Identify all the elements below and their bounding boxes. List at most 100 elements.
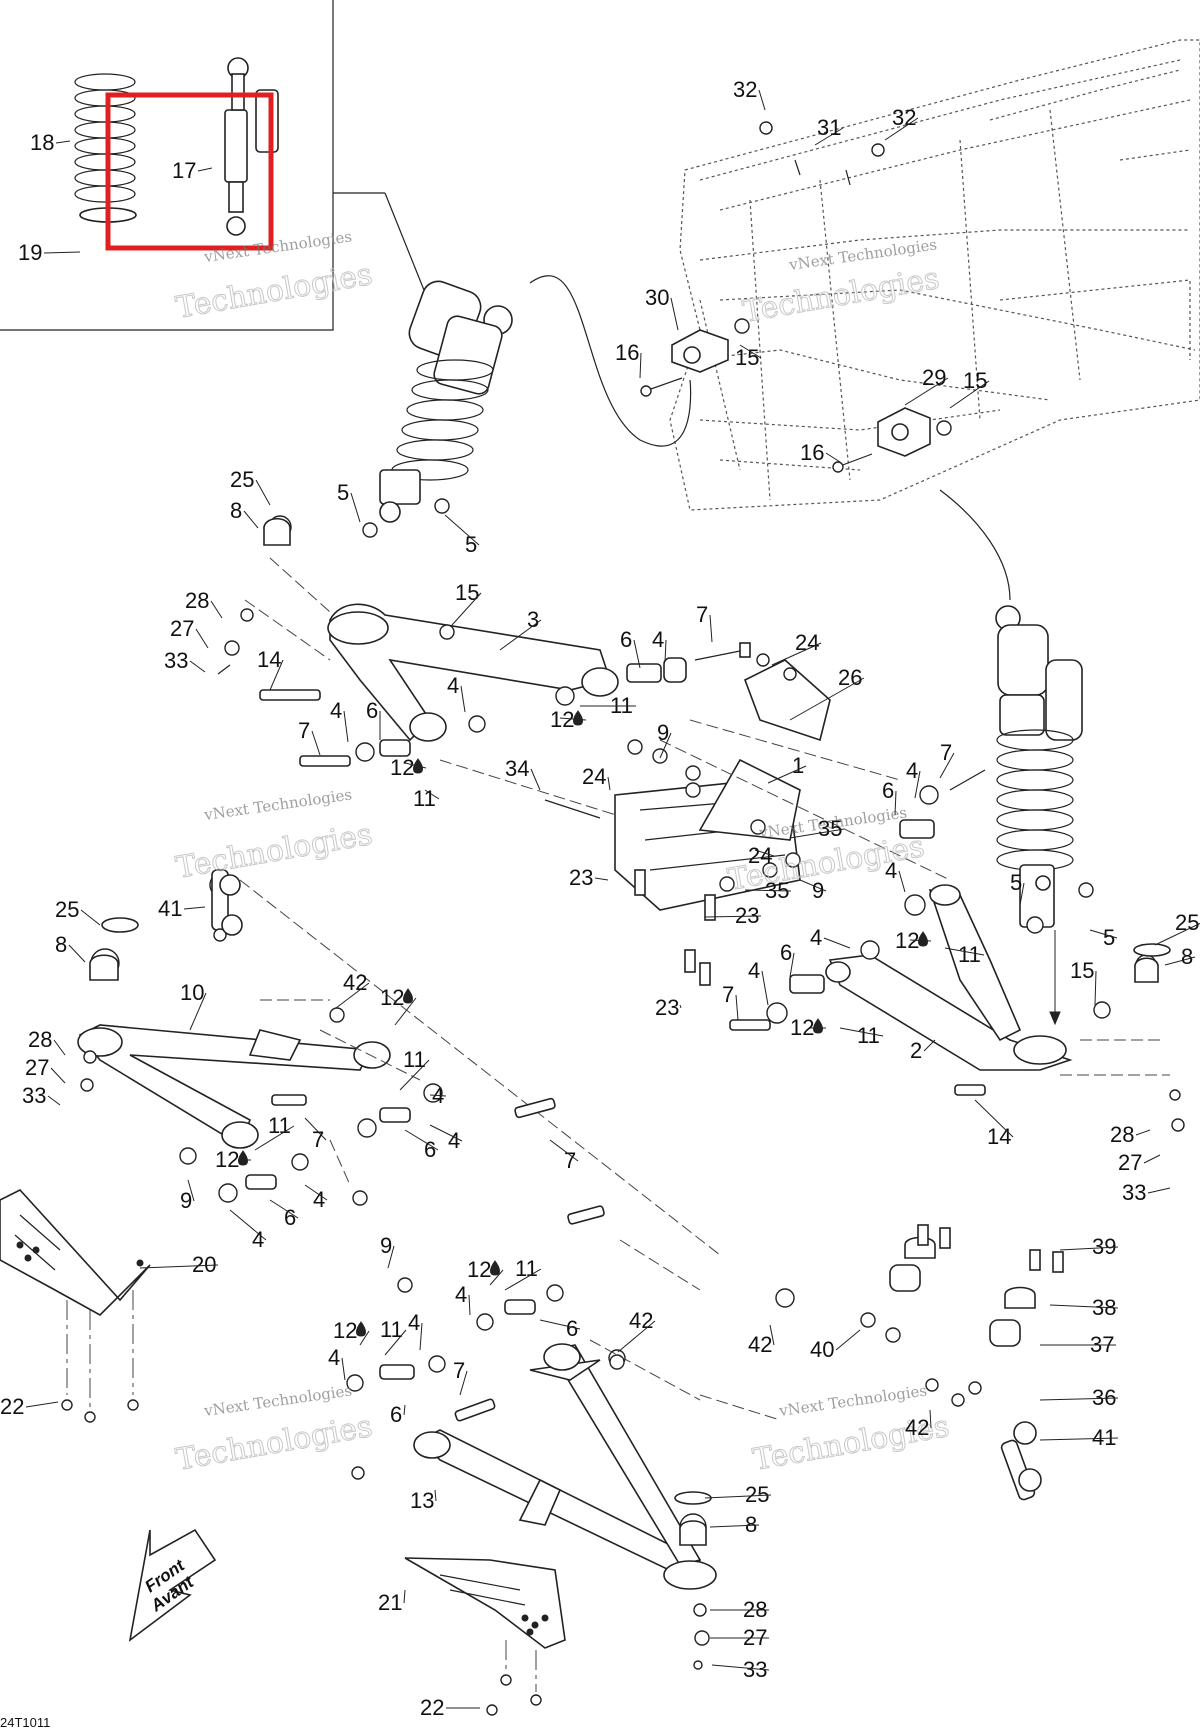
callout-25: 25 — [745, 1482, 769, 1507]
callout-6: 6 — [566, 1316, 578, 1341]
leader-line — [403, 1589, 406, 1604]
leader-line — [1039, 1437, 1119, 1441]
callout-9: 9 — [380, 1233, 392, 1258]
vehicle-frame — [669, 39, 1200, 511]
callout-27: 27 — [1118, 1150, 1142, 1175]
leader-line — [53, 1039, 66, 1056]
callout-1: 1 — [792, 753, 804, 778]
leader-line — [679, 1004, 682, 1009]
callout-7: 7 — [298, 718, 310, 743]
center-bracket — [614, 659, 831, 911]
leader-line — [350, 492, 361, 523]
callout-11: 11 — [380, 1317, 403, 1342]
leader-line — [814, 127, 844, 146]
callout-22: 22 — [0, 1394, 24, 1419]
callout-8: 8 — [55, 932, 67, 957]
leader-line — [139, 1264, 219, 1269]
callout-25: 25 — [55, 897, 79, 922]
leader-line — [434, 1489, 437, 1502]
leader-line — [269, 1199, 299, 1219]
callout-24: 24 — [748, 843, 772, 868]
callout-12: 12 — [333, 1318, 357, 1343]
leader-line — [758, 89, 766, 111]
lubricant-drop-icon — [238, 1150, 248, 1166]
callout-6: 6 — [882, 778, 894, 803]
callout-18: 18 — [30, 130, 54, 155]
leader-line — [189, 992, 207, 1031]
callout-27: 27 — [170, 616, 194, 641]
leader-line — [429, 1094, 447, 1097]
figure-number: 24T1011 — [0, 1715, 50, 1730]
callout-16: 16 — [800, 440, 824, 465]
leader-line — [489, 1269, 504, 1286]
leader-line — [771, 642, 822, 666]
leader-line — [429, 1124, 463, 1142]
lower-a-arm-left — [77, 1024, 391, 1149]
sway-bar-link-right — [1000, 1421, 1042, 1501]
leader-line — [459, 1370, 468, 1396]
frame-bracket — [671, 329, 729, 373]
callout-7: 7 — [940, 740, 952, 765]
callout-11: 11 — [413, 786, 436, 811]
leader-line — [47, 1095, 61, 1106]
callout-12: 12 — [550, 707, 574, 732]
leader-line — [403, 1404, 406, 1416]
callout-6: 6 — [366, 698, 378, 723]
leader-line — [884, 117, 919, 141]
callout-24: 24 — [795, 630, 819, 655]
lubricant-drop-icon — [813, 1018, 823, 1034]
leader-line — [1154, 922, 1200, 946]
leader-line — [304, 1184, 328, 1201]
leader-line — [789, 828, 845, 839]
upper-left-hardware — [217, 515, 751, 767]
leader-line — [335, 982, 370, 1009]
lubricant-drop-icon — [490, 1260, 500, 1276]
callout-28: 28 — [185, 588, 209, 613]
leader-line — [835, 1329, 861, 1351]
leader-line — [183, 906, 206, 910]
leader-line — [594, 877, 609, 881]
lower-a-arm-front — [413, 1343, 717, 1590]
skid-plate-left — [0, 1189, 151, 1423]
callout-12: 12 — [380, 985, 404, 1010]
callout-11: 11 — [958, 942, 981, 967]
callout-4: 4 — [652, 627, 664, 652]
leader-line — [1147, 1187, 1171, 1194]
leader-line — [399, 1059, 430, 1091]
leader-line — [789, 677, 865, 721]
highlight-box — [105, 92, 274, 251]
leader-line — [914, 770, 921, 799]
callout-17: 17 — [172, 158, 196, 183]
callout-14: 14 — [987, 1124, 1011, 1149]
leader-line — [197, 167, 213, 172]
callout-3: 3 — [527, 607, 539, 632]
shock-absorber-right — [995, 605, 1094, 934]
spring-coil — [74, 73, 136, 203]
leader-line — [304, 1117, 327, 1141]
leader-line — [1039, 1397, 1119, 1401]
leader-line — [711, 1664, 770, 1671]
callout-9: 9 — [180, 1188, 192, 1213]
callout-21: 21 — [378, 1590, 402, 1615]
callout-4: 4 — [885, 858, 897, 883]
callout-10: 10 — [180, 980, 204, 1005]
callout-22: 22 — [420, 1695, 444, 1720]
leader-line — [187, 1179, 195, 1202]
callout-20: 20 — [192, 1252, 216, 1277]
callout-25: 25 — [230, 467, 254, 492]
leader-line — [451, 592, 482, 626]
callout-12: 12 — [215, 1147, 239, 1172]
shock-absorber-left — [362, 280, 513, 538]
callout-11: 11 — [857, 1023, 880, 1048]
callout-14: 14 — [257, 647, 281, 672]
leader-line — [670, 297, 679, 331]
callout-8: 8 — [1181, 944, 1193, 969]
callout-39: 39 — [1092, 1234, 1116, 1259]
lubricant-drop-icon — [573, 710, 583, 726]
callout-23: 23 — [569, 865, 593, 890]
leader-line — [1049, 1304, 1119, 1309]
callout-5: 5 — [465, 532, 477, 557]
callout-7: 7 — [564, 1148, 576, 1173]
